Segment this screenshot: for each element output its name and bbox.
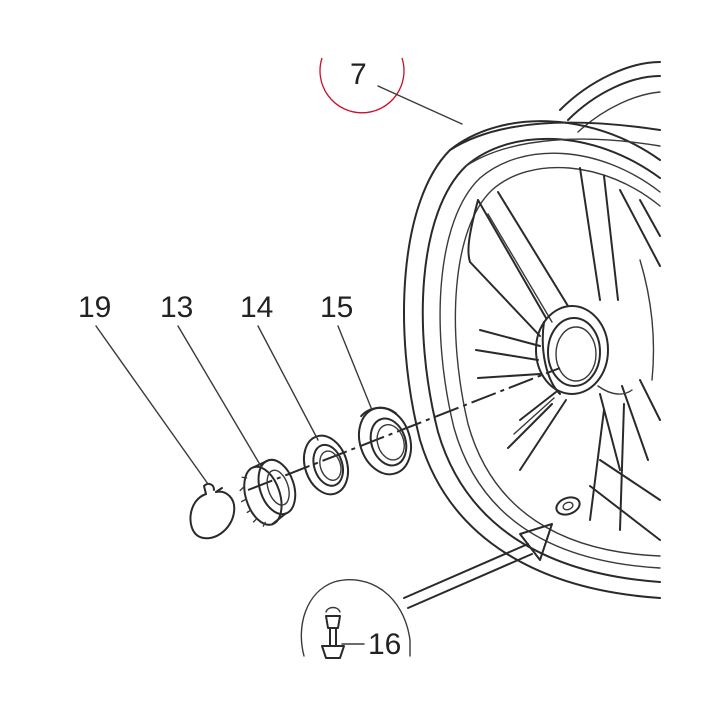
- leader-line-7: [377, 85, 463, 125]
- wheel-hub: [535, 305, 633, 395]
- right-margin: [662, 0, 720, 720]
- ring-nut-part: [239, 458, 297, 527]
- seal-part: [358, 406, 412, 476]
- assembly-axis-line: [247, 367, 561, 491]
- wheel-rim: [403, 61, 661, 599]
- callout-14: 14: [240, 291, 273, 324]
- tire-valve-part: [321, 606, 345, 659]
- callout-16: 16: [368, 628, 401, 661]
- leader-line-19: [95, 325, 209, 485]
- callout-7: 7: [350, 58, 367, 91]
- callout-15: 15: [320, 291, 353, 324]
- bottom-margin: [0, 660, 720, 720]
- callout-19: 19: [78, 291, 111, 324]
- valve-hole: [555, 496, 581, 516]
- valve-detail-frame: [300, 579, 411, 657]
- callout-13: 13: [160, 291, 193, 324]
- leader-line-13: [177, 325, 263, 469]
- leader-line-15: [337, 325, 373, 411]
- valve-detail-arrow: [403, 523, 553, 609]
- washer-part: [302, 434, 350, 496]
- wheel-spokes: [467, 167, 661, 541]
- leader-line-14: [257, 325, 319, 441]
- circlip-part: [189, 482, 236, 540]
- callout-7-highlight-circle: [319, 57, 405, 114]
